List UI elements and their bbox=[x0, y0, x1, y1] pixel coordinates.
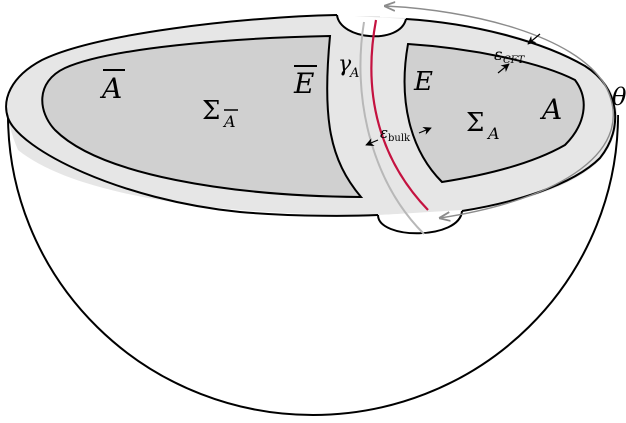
label-epsilon-cft-subscript: CFT bbox=[503, 55, 526, 66]
label-sigma-a-bar-subscript: A bbox=[222, 112, 236, 131]
label-a-bar: A bbox=[99, 72, 122, 105]
label-epsilon-bulk-subscript: bulk bbox=[388, 133, 411, 144]
epsilon-bulk-arrow-left bbox=[365, 138, 379, 146]
label-sigma-a-subscript: A bbox=[486, 124, 500, 143]
label-epsilon-bulk: ε bbox=[380, 124, 388, 142]
label-epsilon-cft: ε bbox=[494, 45, 503, 64]
epsilon-bulk-arrow-right bbox=[418, 127, 432, 135]
epsilon-cft-arrow-top bbox=[527, 33, 541, 45]
theta-arc-arrow bbox=[385, 6, 614, 218]
label-theta: θ bbox=[612, 83, 626, 111]
label-e-bar: E bbox=[293, 67, 314, 100]
label-gamma-a: γ bbox=[338, 52, 352, 77]
outer-rim-left bbox=[5, 14, 379, 217]
label-e: E bbox=[413, 67, 433, 97]
label-gamma-a-subscript: A bbox=[349, 66, 359, 81]
label-sigma-a: Σ bbox=[466, 108, 484, 138]
epsilon-cft-arrow-bottom bbox=[497, 63, 510, 74]
label-a: A bbox=[539, 93, 562, 126]
region-sigma-a-bar bbox=[41, 34, 364, 199]
label-sigma-a-bar: Σ bbox=[202, 96, 220, 126]
